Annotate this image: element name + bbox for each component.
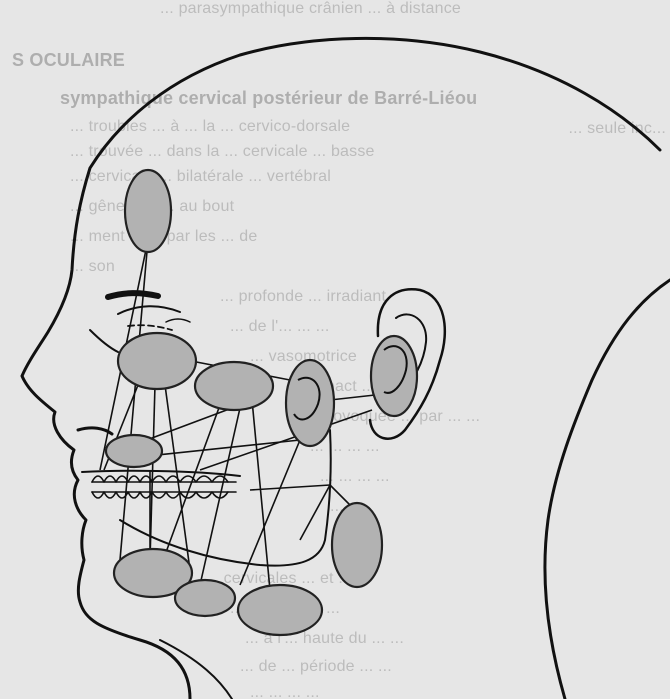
eye-crease — [166, 319, 190, 322]
neck-front-line — [160, 640, 232, 699]
eyebrow — [108, 293, 158, 297]
head-outline — [22, 38, 660, 699]
eye-lower-lid — [128, 325, 172, 330]
cheek-line — [90, 330, 118, 352]
upper-teeth — [92, 476, 236, 482]
oval-submental — [175, 580, 235, 616]
neck-back-outline — [545, 280, 670, 699]
mouth-line — [82, 471, 240, 476]
lower-teeth — [92, 492, 236, 498]
eye-upper-lid — [118, 306, 180, 314]
oval-jaw — [332, 503, 382, 587]
oval-forehead — [125, 170, 171, 252]
oval-auricle — [371, 336, 417, 416]
oval-zygomatic — [195, 362, 273, 410]
oval-submandibular — [238, 585, 322, 635]
oval-preauricular — [286, 360, 334, 446]
oval-nasolabial — [106, 435, 162, 467]
oval-cheek-upper — [118, 333, 196, 389]
